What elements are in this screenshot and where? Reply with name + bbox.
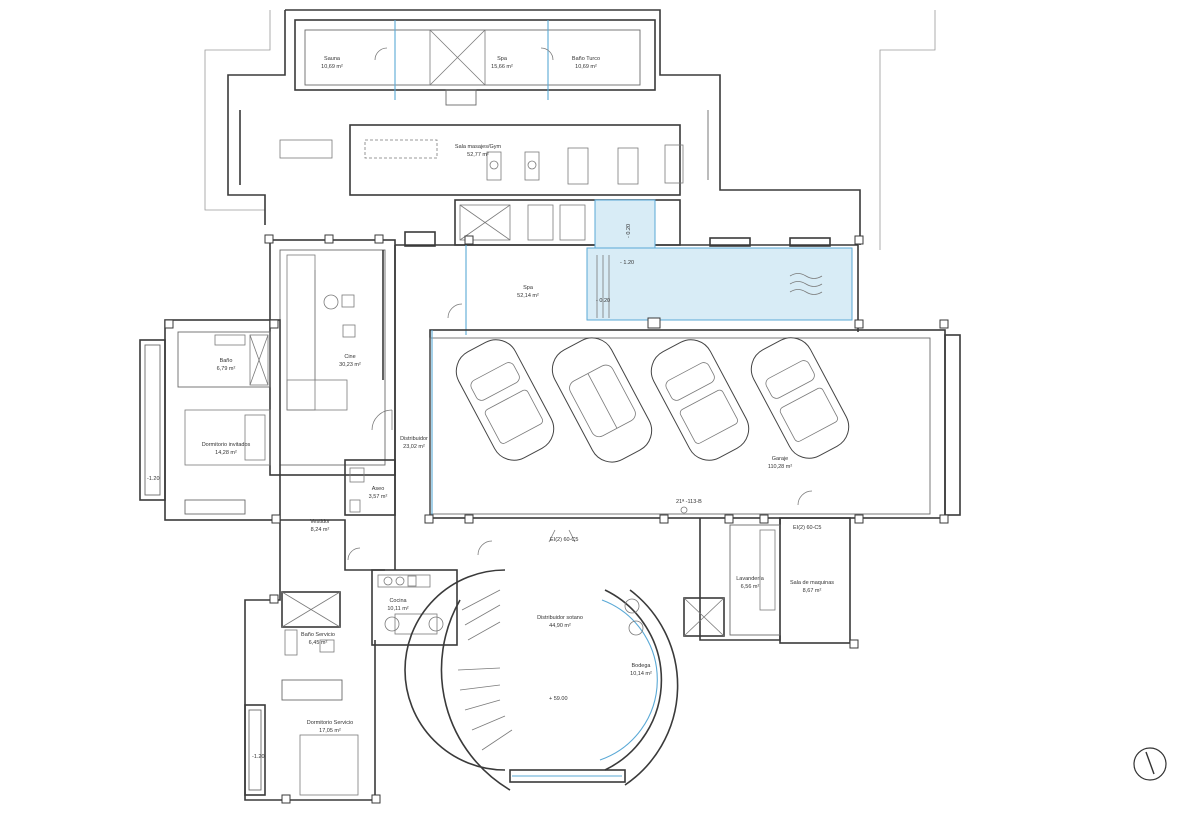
- pool-depth-b: - 0.20: [596, 298, 610, 304]
- pool: [586, 247, 853, 321]
- label-dormitorio-servicio: Dormitorio Servicio: [307, 720, 353, 726]
- area-gym: 52,77 m²: [467, 152, 489, 158]
- label-vestidor: Vestidor: [310, 519, 330, 525]
- service-wing: [244, 520, 376, 801]
- car-1: [455, 339, 555, 461]
- label-spa: Spa: [523, 285, 534, 291]
- label-distribuidor: Distribuidor: [400, 436, 428, 442]
- room-labels: Sauna 10,69 m² Spa 15,66 m² Baño Turco 1…: [202, 56, 835, 734]
- area-bano-turco: 10,69 m²: [575, 64, 597, 70]
- area-bodega: 10,14 m²: [630, 671, 652, 677]
- fire-door-a: EI(2) 60-C5: [550, 537, 578, 543]
- level-stair: + 59.00: [549, 696, 568, 702]
- label-lavanderia: Lavandería: [736, 576, 764, 582]
- area-bano: 6,79 m²: [217, 366, 236, 372]
- area-dormitorio-servicio: 17,05 m²: [319, 728, 341, 734]
- pool-depth-c: - 0.20: [626, 224, 632, 238]
- area-bano-servicio: 6,45 m²: [309, 640, 328, 646]
- area-vestidor: 8,24 m²: [311, 527, 330, 533]
- area-distribuidor-sotano: 44,90 m²: [549, 623, 571, 629]
- spa-room: [395, 199, 859, 335]
- car-2: [551, 337, 653, 463]
- car-4: [750, 337, 850, 459]
- columns: [164, 234, 949, 804]
- label-distribuidor-sotano: Distribuidor sotano: [537, 615, 583, 621]
- area-aseo: 3,57 m²: [369, 494, 388, 500]
- area-distribuidor: 23,02 m²: [403, 444, 425, 450]
- area-garaje: 110,28 m²: [768, 464, 793, 470]
- area-lavanderia: 6,56 m²: [741, 584, 760, 590]
- label-bano-turco: Baño Turco: [572, 56, 600, 62]
- annotations: - 1.20 - 0.20 - 0.20 -1.20 -1.20 EI(2) 6…: [147, 224, 821, 760]
- label-bodega: Bodega: [632, 663, 652, 669]
- car-3: [650, 339, 750, 461]
- label-sauna: Sauna: [324, 56, 341, 62]
- fire-extinguisher: 21ª -113-B: [676, 498, 702, 505]
- label-gym: Sala masajes/Gym: [455, 144, 502, 150]
- level-bottom-left: -1.20: [252, 754, 265, 760]
- label-dormitorio-invitados: Dormitorio invitados: [202, 442, 251, 448]
- fire-door-b: EI(2) 60-C5: [793, 525, 821, 531]
- label-garaje: Garaje: [772, 456, 789, 462]
- area-spa-top: 15,66 m²: [491, 64, 513, 70]
- level-left: -1.20: [147, 476, 160, 482]
- guest-wing: [139, 319, 281, 521]
- label-spa-top: Spa: [497, 56, 508, 62]
- area-cine: 30,23 m²: [339, 362, 361, 368]
- stair-hall: [404, 569, 679, 791]
- center-left-rooms: [280, 245, 396, 571]
- north-arrow-icon: [1133, 747, 1167, 781]
- doors: [347, 47, 813, 561]
- site-boundary: [204, 10, 936, 250]
- label-bano-servicio: Baño Servicio: [301, 632, 335, 638]
- utility-rooms: [683, 517, 851, 644]
- label-bano: Baño: [220, 358, 233, 364]
- label-cocina: Cocina: [389, 598, 407, 604]
- gym-area: [227, 110, 861, 245]
- area-spa: 52,14 m²: [517, 293, 539, 299]
- pool-depth-a: - 1.20: [620, 260, 634, 266]
- area-dormitorio-invitados: 14,28 m²: [215, 450, 237, 456]
- label-cine: Cine: [344, 354, 355, 360]
- label-sala-maquinas: Sala de maquinas: [790, 580, 834, 586]
- stair-treads: [457, 589, 513, 751]
- cine-room: [269, 239, 396, 476]
- label-aseo: Aseo: [372, 486, 385, 492]
- area-sala-maquinas: 8,67 m²: [803, 588, 822, 594]
- top-spa-block: [227, 9, 721, 110]
- area-sauna: 10,69 m²: [321, 64, 343, 70]
- gym-equipment: [486, 144, 684, 185]
- area-cocina: 10,11 m²: [387, 606, 408, 612]
- garaje: [429, 329, 961, 519]
- cocina: [371, 569, 458, 646]
